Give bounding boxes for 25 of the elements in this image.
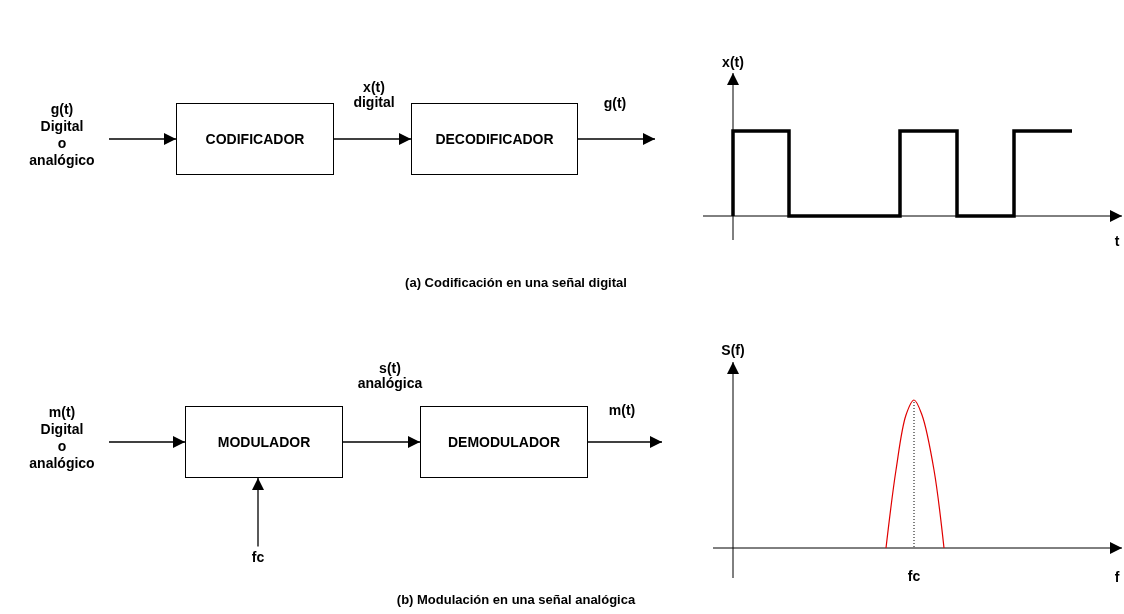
process-box: DEMODULADOR [420,406,588,478]
axis-label: f [1114,569,1120,585]
axis-label: S(f) [721,342,745,358]
signal-label: m(t) Digital o analógico [17,404,107,472]
axis-label: t [1114,233,1120,249]
signal-label: fc [213,548,303,566]
arrow [108,436,186,448]
arrow [108,133,177,145]
caption: (a) Codificación en una señal digital [405,275,627,291]
signal-label: g(t) Digital o analógico [17,101,107,169]
process-box: DECODIFICADOR [411,103,578,175]
tick-label: fc [907,568,921,584]
process-box: MODULADOR [185,406,343,478]
arrow [587,436,663,448]
arrow [252,477,264,548]
process-box: CODIFICADOR [176,103,334,175]
arrow [342,436,421,448]
arrow [577,133,656,145]
edge-label: x(t) digital [351,80,397,110]
axis-label: x(t) [722,54,744,70]
edge-label: m(t) [606,402,638,418]
caption: (b) Modulación en una señal analógica [396,592,636,608]
edge-label: s(t) analógica [355,361,425,391]
edge-label: g(t) [601,95,629,111]
arrow [333,133,412,145]
